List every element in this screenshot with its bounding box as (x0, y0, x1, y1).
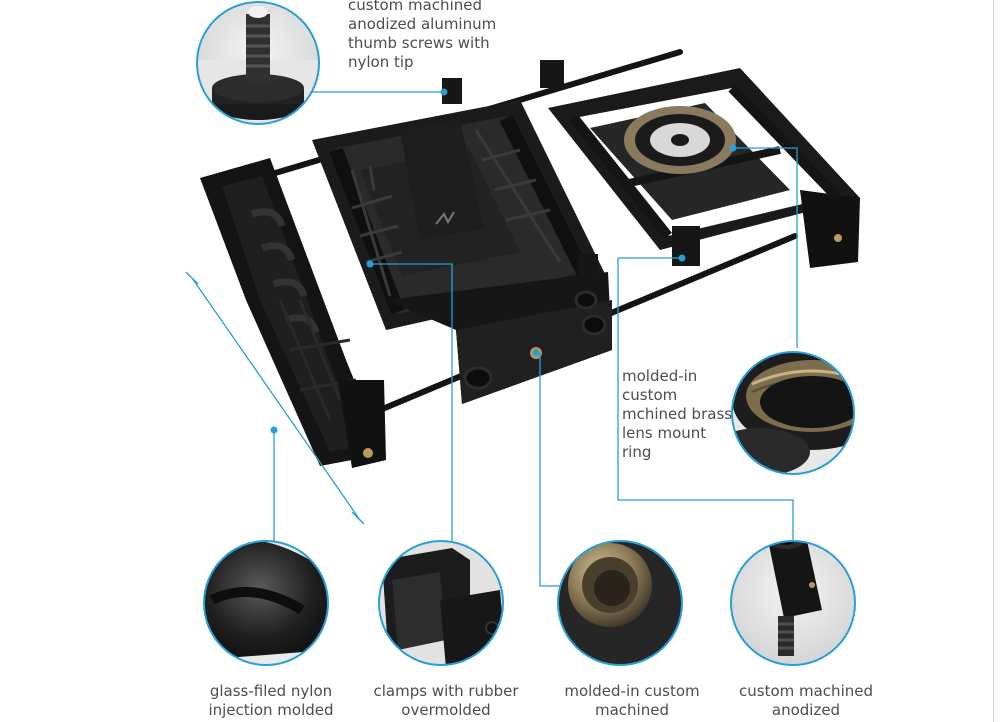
label-line: ring (622, 443, 652, 461)
screw-thread (778, 616, 794, 656)
label-line: anodized (771, 701, 841, 719)
nylon-tip (248, 6, 268, 18)
thumb-screw (672, 226, 700, 266)
thumb-screw (578, 254, 598, 282)
leader-anodized (617, 258, 794, 541)
page-edge-line (993, 0, 994, 722)
label-line: thumb screws with (348, 34, 490, 52)
leader-molded-custom (536, 352, 566, 587)
detail-circle-lens-mount (731, 351, 855, 475)
nylon-grip-texture (204, 541, 328, 660)
label-line: molded-in custom (564, 682, 700, 700)
lens-mount-frame (540, 60, 860, 268)
thumb-screw (442, 78, 462, 104)
label-line: overmolded (401, 701, 491, 719)
detail-circle-clamps (378, 540, 504, 666)
anodized-knob (768, 541, 822, 618)
detail-circle-anodized-screw (730, 540, 856, 666)
brand-logo (435, 211, 455, 225)
leader-clamps (370, 263, 453, 541)
detail-circle-thumb-screw (196, 1, 320, 125)
label-molded-custom: molded-in custom machined (552, 682, 712, 720)
label-line: glass-filed nylon (209, 682, 333, 700)
leader-nylon (191, 277, 361, 521)
detail-circle-brass-insert (557, 540, 683, 666)
clamp-pad (400, 120, 484, 240)
label-line: lens mount (622, 424, 707, 442)
label-nylon: glass-filed nylon injection molded (196, 682, 346, 720)
label-clamps: clamps with rubber overmolded (366, 682, 526, 720)
label-line: anodized aluminum (348, 15, 497, 33)
thumb-screw (540, 60, 564, 88)
label-line: nylon tip (348, 53, 414, 71)
label-lens-mount: molded-in custom mchined brass lens moun… (622, 367, 732, 462)
detail-circle-nylon (203, 540, 329, 666)
grip-handle (200, 158, 386, 468)
label-line: molded-in (622, 367, 698, 385)
label-line: machined (595, 701, 669, 719)
label-line: clamps with rubber (373, 682, 519, 700)
label-thumb-screws: custom machined anodized aluminum thumb … (348, 0, 496, 72)
label-line: custom machined (348, 0, 482, 14)
label-line: mchined brass (622, 405, 733, 423)
label-line: custom machined (739, 682, 873, 700)
label-anodized: custom machined anodized (726, 682, 886, 720)
leader-lines (185, 88, 798, 587)
label-line: injection molded (208, 701, 334, 719)
label-line: custom (622, 386, 678, 404)
leader-lens-mount (733, 147, 798, 348)
